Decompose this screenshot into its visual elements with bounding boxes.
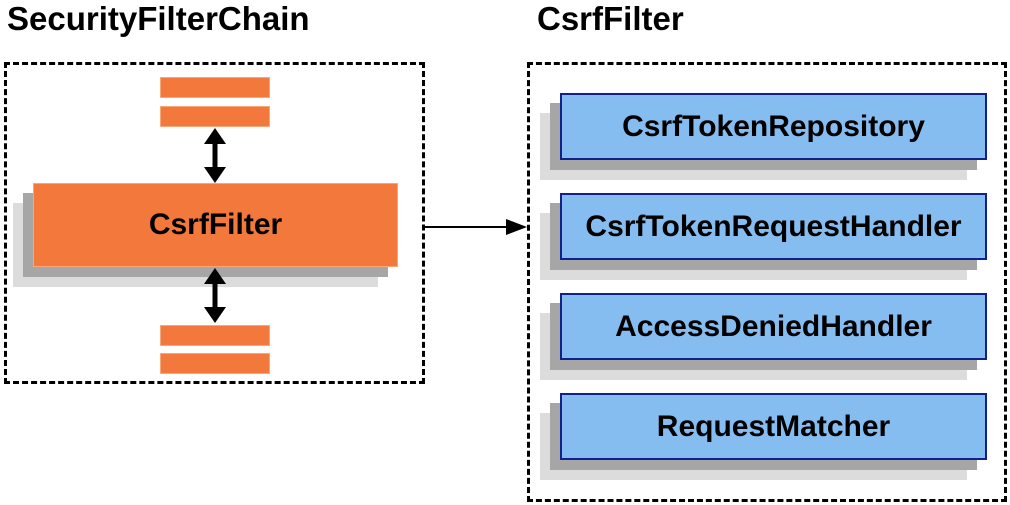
component-label: CsrfTokenRequestHandler xyxy=(560,193,987,260)
component-label: CsrfTokenRepository xyxy=(560,93,987,160)
filter-placeholder-bar xyxy=(160,77,270,98)
component-label: AccessDeniedHandler xyxy=(560,293,987,360)
csrf-filter-box: CsrfFilter xyxy=(13,183,398,287)
csrf-filter-panel-title: CsrfFilter xyxy=(537,0,684,37)
filter-placeholder-bar xyxy=(160,325,270,346)
component-csrf-token-repository: CsrfTokenRepository xyxy=(540,93,987,180)
filter-placeholder-bar xyxy=(160,106,270,127)
security-filter-chain-title: SecurityFilterChain xyxy=(7,0,310,37)
component-access-denied-handler: AccessDeniedHandler xyxy=(540,293,987,380)
filter-placeholder-bar xyxy=(160,353,270,374)
right-arrow-icon xyxy=(424,219,527,235)
csrf-filter-detail-container xyxy=(527,62,1007,502)
security-filter-chain-container xyxy=(4,62,425,384)
double-headed-arrow-icon xyxy=(204,128,226,183)
component-csrf-token-request-handler: CsrfTokenRequestHandler xyxy=(540,193,987,280)
csrf-filter-label: CsrfFilter xyxy=(33,183,398,267)
double-headed-arrow-icon xyxy=(204,268,226,323)
component-request-matcher: RequestMatcher xyxy=(540,393,987,480)
component-label: RequestMatcher xyxy=(560,393,987,460)
